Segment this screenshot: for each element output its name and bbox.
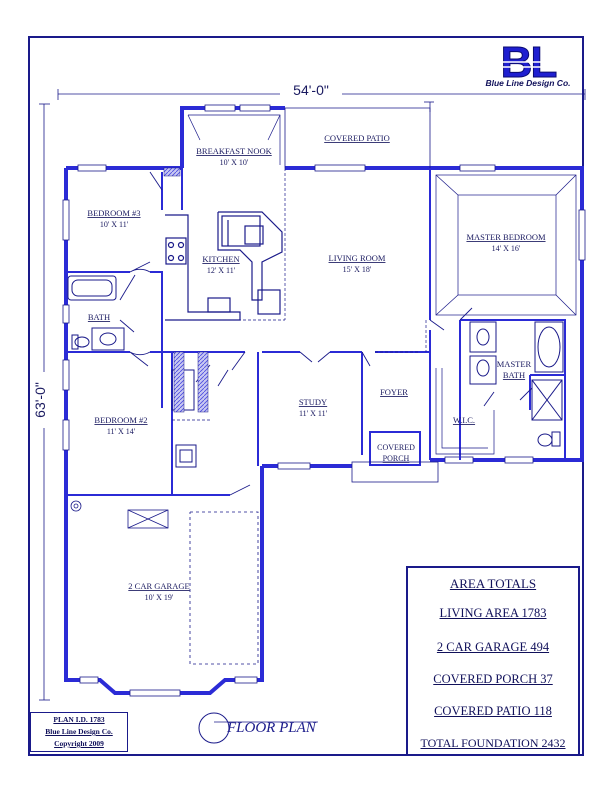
nook-ceiling	[187, 114, 281, 165]
overall-depth: 63'-0"	[32, 382, 48, 418]
foyer-name: FOYER	[380, 387, 408, 397]
garage-size: 10' X 19'	[145, 593, 174, 602]
covered-porch-outline	[369, 431, 421, 466]
bedroom2-name: BEDROOM #2	[94, 415, 147, 425]
area-line-patio: COVERED PATIO 118	[434, 704, 552, 718]
covered-porch-line1: COVERED	[377, 443, 415, 452]
room-labels: BREAKFAST NOOK 10' X 10' COVERED PATIO B…	[87, 133, 546, 602]
garage-details	[70, 500, 259, 665]
bedroom3-name: BEDROOM #3	[87, 208, 140, 218]
area-line-porch: COVERED PORCH 37	[433, 672, 553, 686]
master-bath-line2: BATH	[503, 370, 525, 380]
hatched-walls	[163, 167, 209, 413]
patio-outline	[284, 101, 434, 168]
logo-letters: BL	[501, 38, 557, 87]
area-line-foundation: TOTAL FOUNDATION 2432	[420, 736, 566, 750]
floor-plan-title: FLOOR PLAN	[226, 720, 317, 736]
living-room-size: 15' X 18'	[343, 265, 372, 274]
breakfast-nook-name: BREAKFAST NOOK	[196, 146, 272, 156]
wic-name: W.I.C.	[453, 415, 475, 425]
master-bath-line1: MASTER	[497, 359, 532, 369]
bath-fixtures	[67, 275, 564, 447]
interior-walls	[66, 168, 566, 496]
covered-porch-line2: PORCH	[383, 454, 410, 463]
area-line-garage: 2 CAR GARAGE 494	[436, 640, 550, 654]
plan-id-company: Blue Line Design Co.	[45, 727, 113, 736]
study-name: STUDY	[299, 397, 327, 407]
kitchen-counters	[165, 211, 283, 321]
dashed-lines	[172, 168, 427, 421]
bath-name: BATH	[88, 312, 110, 322]
area-totals-box: AREA TOTALS LIVING AREA 1783 2 CAR GARAG…	[406, 566, 580, 756]
area-line-living: LIVING AREA 1783	[439, 606, 547, 620]
plan-id-box: PLAN I.D. 1783 Blue Line Design Co. Copy…	[30, 712, 128, 752]
tray-ceiling	[435, 174, 577, 316]
living-room-name: LIVING ROOM	[329, 253, 386, 263]
area-totals-title: AREA TOTALS	[449, 576, 537, 591]
plan-id-number: PLAN I.D. 1783	[53, 715, 105, 724]
overall-width: 54'-0"	[293, 82, 329, 98]
breakfast-nook-size: 10' X 10'	[220, 158, 249, 167]
kitchen-name: KITCHEN	[202, 254, 239, 264]
covered-patio-name: COVERED PATIO	[324, 133, 390, 143]
plan-id-copyright: Copyright 2009	[54, 739, 104, 748]
porch-step	[351, 461, 439, 483]
floor-plan-caption: FLOOR PLAN	[198, 712, 318, 744]
wic-shelves	[435, 368, 495, 455]
study-size: 11' X 11'	[299, 409, 328, 418]
master-bedroom-size: 14' X 16'	[492, 244, 521, 253]
company-logo: BL Blue Line Design Co.	[485, 38, 570, 89]
logo-company-name: Blue Line Design Co.	[485, 78, 570, 88]
bedroom3-size: 10' X 11'	[100, 220, 129, 229]
garage-name: 2 CAR GARAGE	[128, 581, 189, 591]
master-bedroom-name: MASTER BEDROOM	[466, 232, 546, 242]
bedroom2-size: 11' X 14'	[107, 427, 136, 436]
kitchen-size: 12' X 11'	[207, 266, 236, 275]
